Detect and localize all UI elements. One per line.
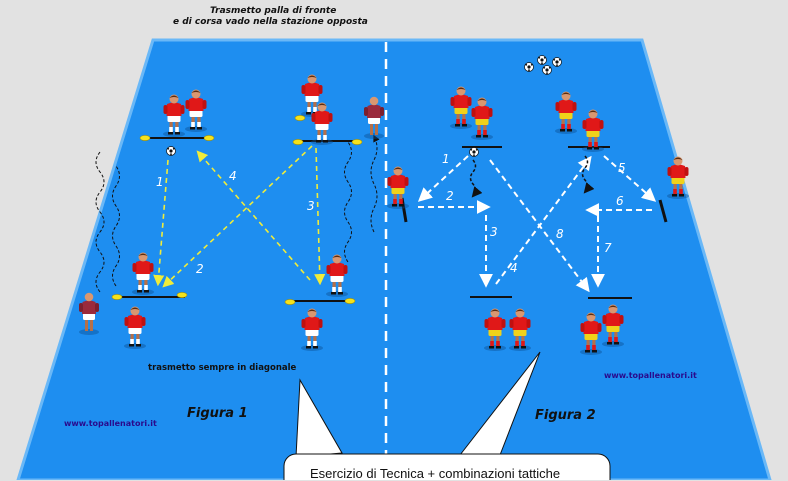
header-line-2: e di corsa vado nella stazione opposta [173,17,368,27]
run-path [370,134,380,233]
step-number: 6 [616,194,624,208]
figura2-website: www.topallenatori.it [604,371,697,380]
figura1-note: trasmetto sempre in diagonale [148,363,297,373]
step-number: 2 [446,189,454,203]
run-path [344,141,352,263]
step-number: 8 [556,227,564,241]
pass-arrow [162,145,313,288]
callout-text: Esercizio di Tecnica + combinazioni tatt… [310,466,561,481]
cone-icon [203,135,215,141]
cone-icon [111,294,123,300]
movement-arrow [603,155,657,202]
figura1-diagram: 1 2 3 4 [79,74,384,351]
soccer-ball-icon [542,65,552,75]
movement-arrow [495,155,592,285]
step-number: 1 [442,152,450,166]
step-number: 2 [196,262,204,276]
cone-icon [292,139,304,145]
pass-arrow [196,150,311,281]
header-line-1: Trasmetto palla di fronte [210,6,337,16]
cone-icon [351,139,363,145]
soccer-ball-icon [524,62,534,72]
cone-icon [284,299,296,305]
soccer-ball-icon [469,147,479,157]
step-number: 1 [156,175,164,189]
callout-bubble [283,351,611,480]
soccer-ball-icon [537,55,547,65]
movement-arrow [417,155,469,202]
run-path [469,159,483,198]
step-number: 5 [618,161,626,175]
step-number: 3 [490,225,498,239]
step-number: 4 [510,261,518,275]
cone-icon [344,298,356,304]
run-path [112,165,120,287]
run-path [95,151,105,293]
figura2-diagram: 1 2 3 4 5 6 7 8 [387,55,689,355]
step-number: 3 [307,199,315,213]
step-number: 7 [604,241,612,255]
soccer-ball-icon [166,146,176,156]
pass-arrow [153,159,169,287]
run-path [581,155,595,194]
pitch [16,38,772,480]
figura1-website: www.topallenatori.it [64,419,157,428]
cone-icon [139,135,151,141]
step-number: 4 [229,169,237,183]
pass-arrow [314,147,326,286]
cone-icon [294,115,306,121]
figura1-label: Figura 1 [187,406,248,421]
movement-arrow [489,159,590,293]
cone-icon [176,292,188,298]
figura2-label: Figura 2 [535,408,596,423]
soccer-ball-icon [552,57,562,67]
pole-icon [658,199,668,223]
